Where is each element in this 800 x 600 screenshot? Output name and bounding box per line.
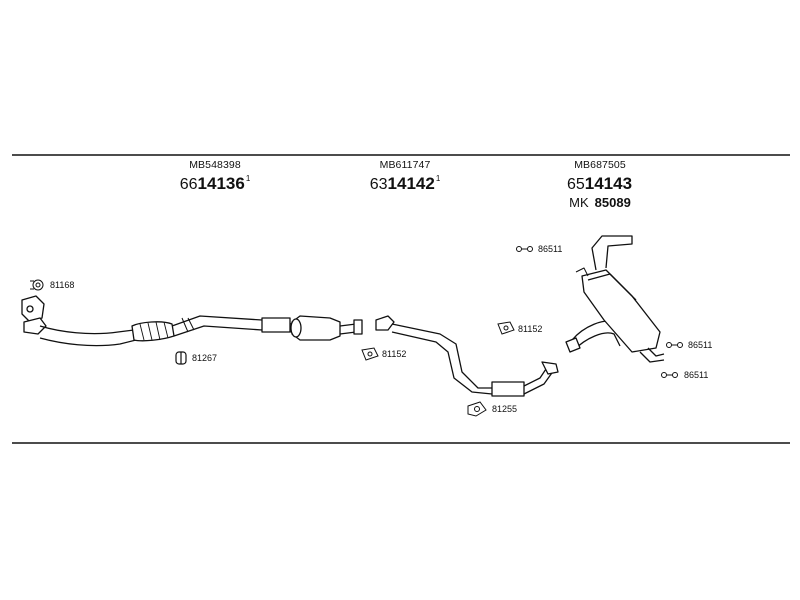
callout-hanger-right-lower: 86511 <box>684 370 709 380</box>
mounting-kit-number: MK 85089 <box>545 196 655 209</box>
part-number-suffix: 1 <box>435 173 441 183</box>
part-number-prefix: 66 <box>179 175 198 193</box>
callout-ring-front: 81267 <box>192 353 218 363</box>
assembly-rear-silencer: MB687505 6514143 MK 85089 <box>545 160 655 209</box>
mounting-kit-prefix: MK <box>569 194 589 210</box>
gasket-icon-mid-right <box>497 321 515 335</box>
callout-flange-center: 81255 <box>492 404 518 414</box>
gasket-icon-front <box>30 279 44 291</box>
rear-silencer-part <box>565 235 665 363</box>
hanger-icon-right-upper <box>666 342 683 348</box>
callout-gasket-mid-left: 81152 <box>382 349 407 359</box>
assembly-intermediate-pipe: MB611747 63141421 <box>345 160 465 193</box>
gasket-icon-mid-left <box>361 347 379 361</box>
part-number-prefix: 65 <box>566 175 585 193</box>
callout-gasket-front: 81168 <box>50 280 75 290</box>
part-number: 66141361 <box>150 173 280 193</box>
flange-icon-center <box>467 401 487 417</box>
front-pipe-part <box>21 295 293 347</box>
part-number: 6514143 <box>545 175 655 193</box>
centre-silencer-part <box>290 315 363 341</box>
intermediate-pipe-part <box>375 315 559 397</box>
part-number-prefix: 63 <box>369 175 388 193</box>
callout-hanger-right-upper: 86511 <box>688 340 713 350</box>
assembly-front-pipe: MB548398 66141361 <box>150 160 280 193</box>
part-number-suffix: 1 <box>245 173 251 183</box>
mounting-kit-main: 85089 <box>594 194 631 210</box>
ring-icon-front <box>175 351 187 365</box>
part-number: 63141421 <box>345 173 465 193</box>
callout-gasket-mid-right: 81152 <box>518 324 543 334</box>
hanger-icon-top <box>516 246 533 252</box>
callout-hanger-top: 86511 <box>538 244 563 254</box>
part-number-main: 14143 <box>584 173 633 193</box>
hanger-icon-right-lower <box>661 372 678 378</box>
part-number-main: 14142 <box>387 173 435 193</box>
part-number-main: 14136 <box>197 173 245 193</box>
oe-reference: MB611747 <box>379 159 431 171</box>
oe-reference: MB687505 <box>574 159 626 171</box>
oe-reference: MB548398 <box>189 159 241 171</box>
